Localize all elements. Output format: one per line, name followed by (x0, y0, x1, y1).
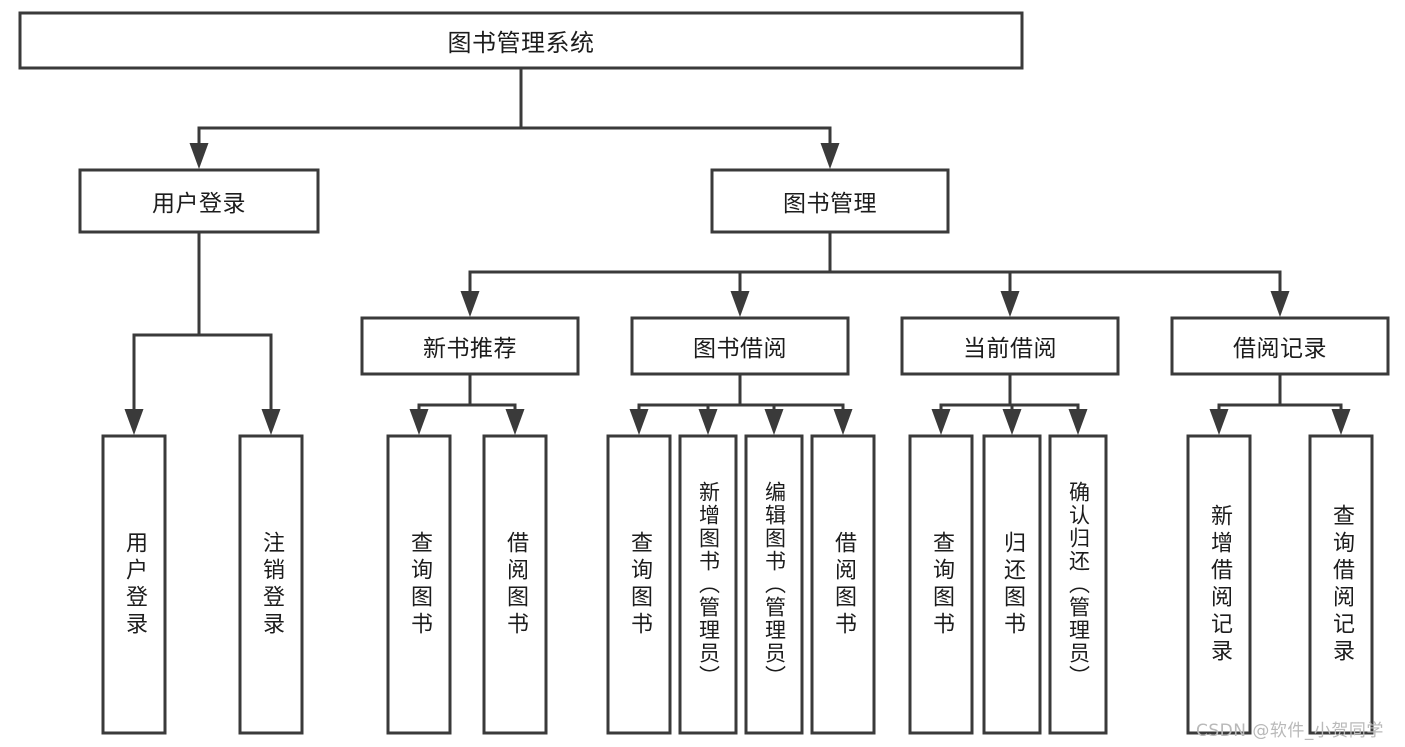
arrow-head-icon (1209, 409, 1229, 435)
node-box-leaf-return-book[interactable] (982, 434, 1042, 735)
arrow-head-icon (505, 409, 525, 435)
arrow-head-icon (820, 143, 840, 169)
node-box-root[interactable] (18, 11, 1024, 70)
arrow-head-icon (698, 409, 718, 435)
arrow-head-icon (1068, 409, 1088, 435)
arrow-head-icon (1002, 409, 1022, 435)
node-box-leaf-query-book-1[interactable] (386, 434, 452, 735)
node-box-borrow-record[interactable] (1170, 316, 1390, 376)
node-box-leaf-add-book[interactable] (678, 434, 738, 735)
arrow-head-icon (764, 409, 784, 435)
node-box-new-book-rec[interactable] (360, 316, 580, 376)
node-box-book-borrow[interactable] (630, 316, 850, 376)
arrow-head-icon (1331, 409, 1351, 435)
node-box-leaf-query-book-2[interactable] (606, 434, 672, 735)
csdn-watermark: CSDN @软件_小贺同学 (1196, 721, 1384, 741)
arrow-head-icon (189, 143, 209, 169)
arrow-head-icon (460, 291, 480, 317)
arrow-head-icon (124, 409, 144, 435)
arrow-head-icon (261, 409, 281, 435)
arrow-head-icon (1000, 291, 1020, 317)
node-box-leaf-add-record[interactable] (1186, 434, 1252, 735)
arrow-head-icon (730, 291, 750, 317)
node-box-leaf-borrow-book-2[interactable] (810, 434, 876, 735)
arrow-head-icon (1270, 291, 1290, 317)
node-box-leaf-borrow-book-1[interactable] (482, 434, 548, 735)
arrow-head-icon (409, 409, 429, 435)
node-layer (18, 11, 1390, 735)
node-box-leaf-confirm-return[interactable] (1048, 434, 1108, 735)
node-box-leaf-user-login[interactable] (101, 434, 167, 735)
node-box-user-login[interactable] (78, 168, 320, 234)
node-box-leaf-query-record[interactable] (1308, 434, 1374, 735)
node-box-leaf-query-book-3[interactable] (908, 434, 974, 735)
node-box-leaf-logout[interactable] (238, 434, 304, 735)
arrow-head-icon (931, 409, 951, 435)
node-box-leaf-edit-book[interactable] (744, 434, 804, 735)
arrow-head-icon (833, 409, 853, 435)
arrow-head-icon (629, 409, 649, 435)
connector-layer (124, 66, 1351, 435)
node-box-current-borrow[interactable] (900, 316, 1120, 376)
node-box-book-manage[interactable] (710, 168, 950, 234)
